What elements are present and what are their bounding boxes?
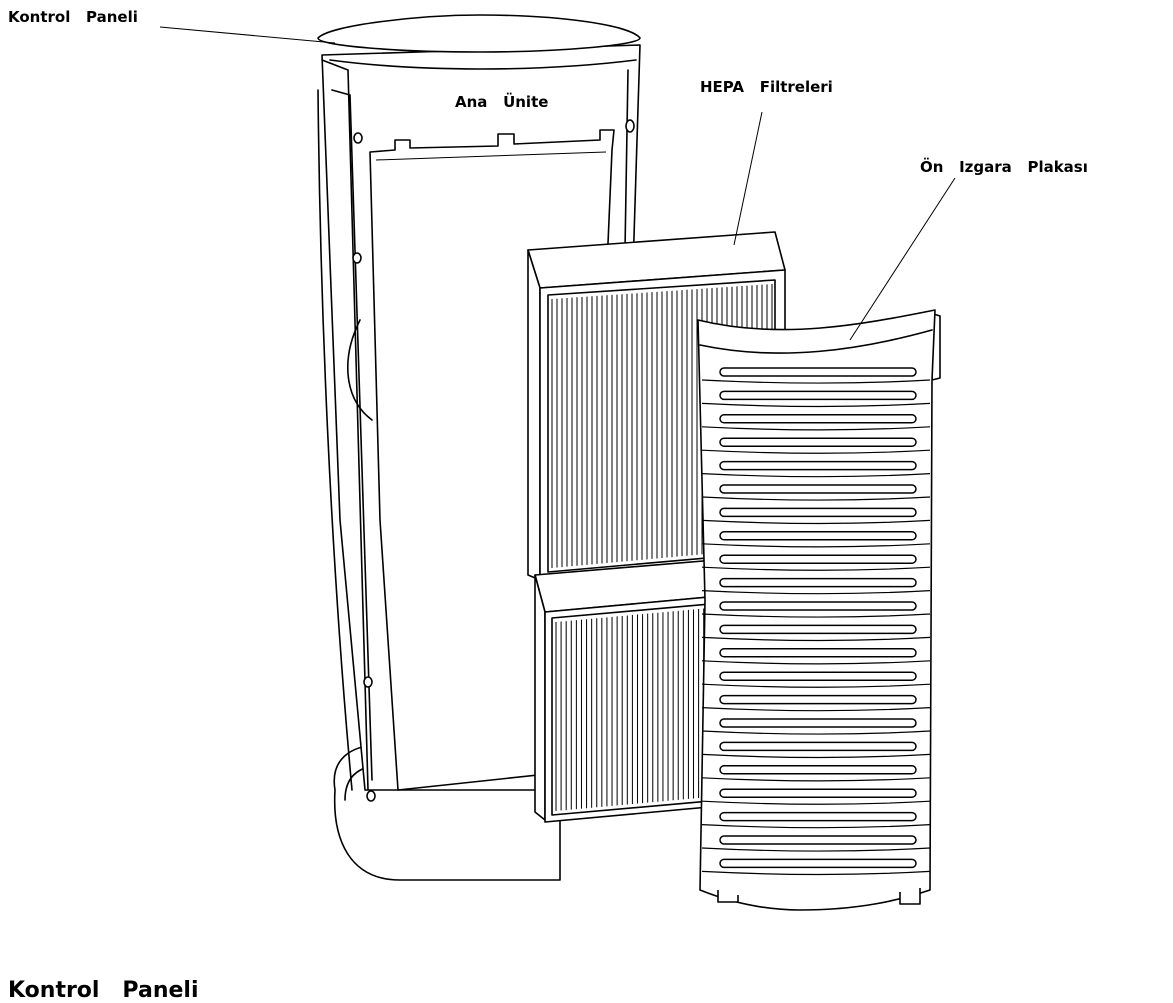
label-control-panel: Kontrol Paneli	[8, 8, 138, 26]
section-heading-control-panel: Kontrol Paneli	[8, 978, 199, 1003]
label-front-grille-plate: Ön Izgara Plakası	[920, 158, 1088, 176]
leader-line-control-panel	[159, 26, 336, 44]
leader-line-hepa-filters	[733, 111, 763, 246]
label-hepa-filters: HEPA Filtreleri	[700, 78, 833, 96]
control-panel-disc	[317, 14, 641, 53]
leader-line-front-grille	[849, 177, 956, 341]
front-grille-plate	[697, 309, 941, 911]
label-main-unit: Ana Ünite	[455, 93, 549, 111]
